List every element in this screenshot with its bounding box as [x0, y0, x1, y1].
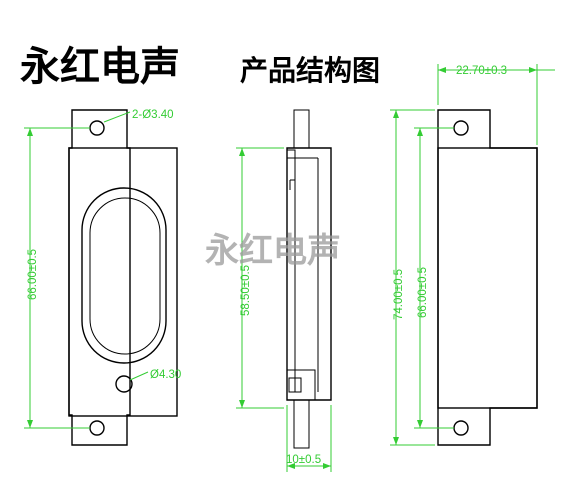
back-dimensions: 22.70±0.3 74.00±0.5 66.00±0.5: [390, 64, 555, 446]
back-pitch-label: 66.00±0.5: [417, 267, 429, 318]
side-bottom-tab: [293, 399, 310, 449]
front-height-label: 66.00±0.5: [27, 249, 39, 300]
side-height-label: 58.50±0.5: [240, 265, 252, 316]
brand-title: 永红电声: [20, 44, 180, 90]
front-dimensions: 66.00±0.5 2-Ø3.40 Ø4.30: [24, 109, 181, 429]
back-width-label: 22.70±0.3: [456, 65, 507, 77]
front-hole-mid-label: Ø4.30: [150, 369, 181, 381]
back-view: [437, 109, 538, 446]
front-mid-hole: [115, 375, 133, 393]
side-thickness-label: 10±0.5: [286, 454, 321, 466]
front-view: [68, 109, 178, 446]
front-hole-top-label: 2-Ø3.40: [132, 109, 174, 121]
back-bottom-hole: [453, 420, 469, 436]
front-bottom-hole: [89, 420, 105, 436]
back-top-hole: [453, 120, 469, 136]
side-dimensions: 58.50±0.5 10±0.5: [236, 147, 332, 472]
front-frame: [68, 147, 178, 417]
back-body: [437, 147, 538, 409]
back-outline: [437, 109, 538, 446]
front-top-hole: [89, 120, 105, 136]
side-top-tab: [293, 109, 310, 149]
side-body: [286, 147, 332, 401]
front-cone-inner: [89, 197, 161, 355]
drawing-subtitle: 产品结构图: [240, 54, 380, 87]
front-bracket: [68, 109, 131, 446]
side-view: [286, 109, 332, 449]
back-total-label: 74.00±0.5: [393, 269, 405, 320]
watermark-text: 永红电声: [205, 231, 341, 271]
front-cone-outer: [81, 187, 167, 364]
